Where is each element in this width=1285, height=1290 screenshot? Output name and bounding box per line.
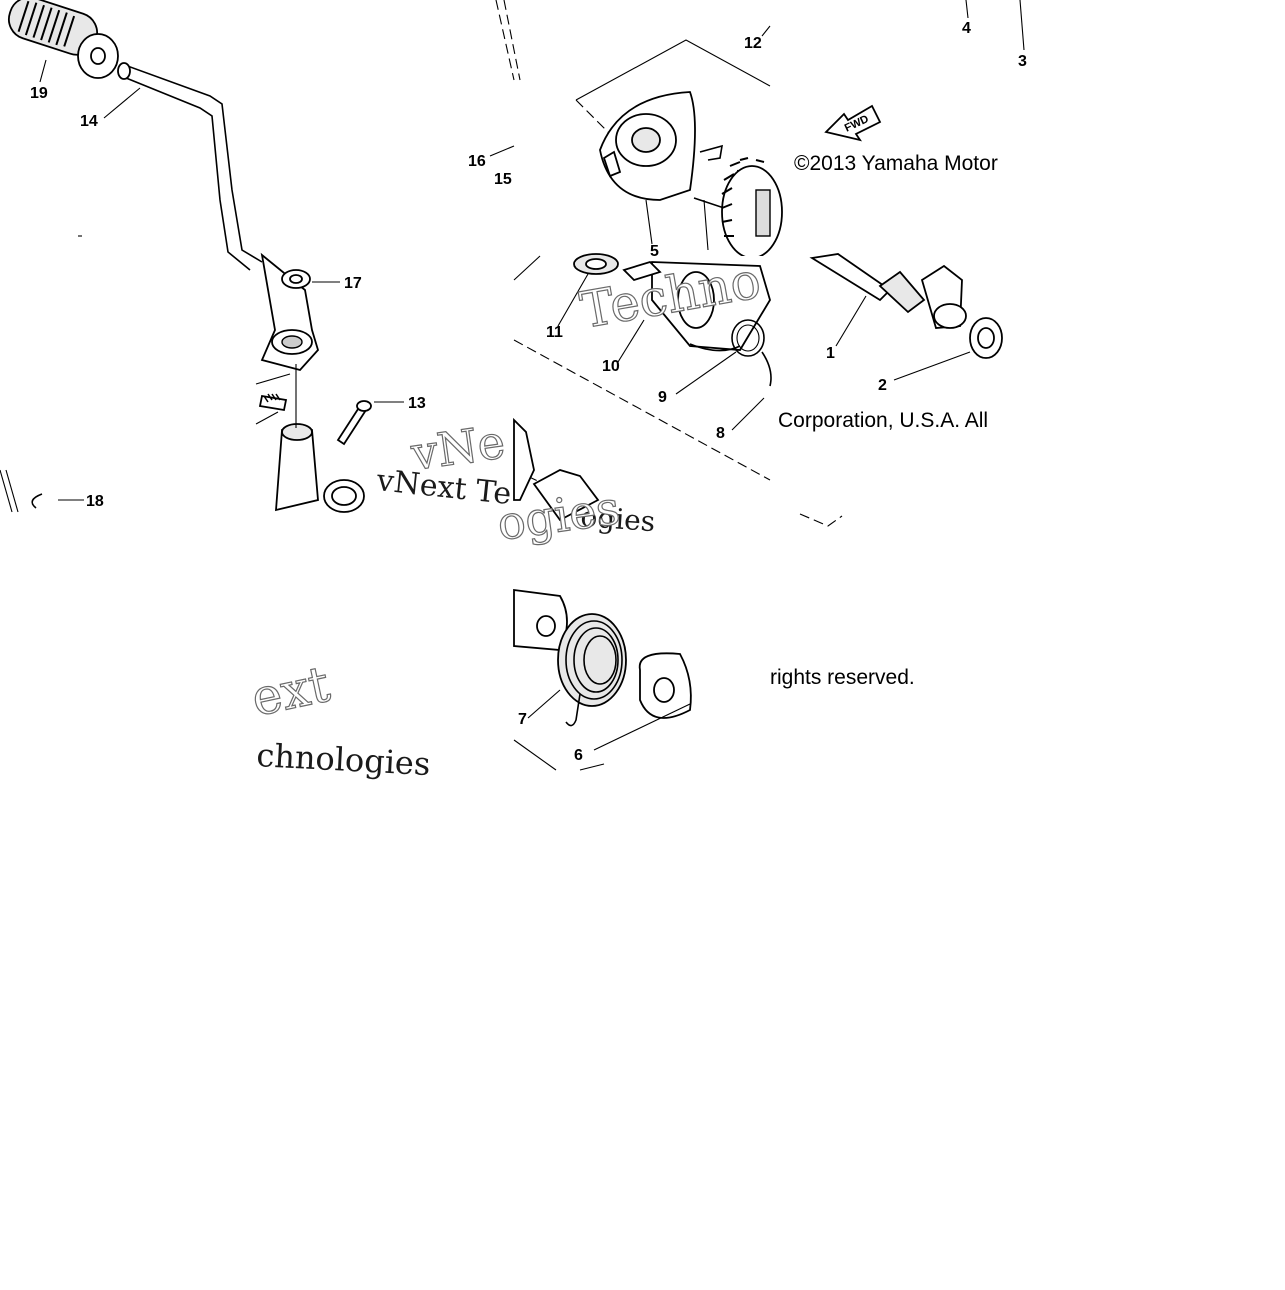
copyright-notice: ©2013 Yamaha Motor Corporation, U.S.A. A… (770, 152, 998, 689)
callout-12: 12 (744, 35, 762, 52)
callout-3: 3 (1018, 53, 1027, 70)
copyright-line-1: ©2013 Yamaha Motor (794, 152, 998, 175)
callout-19: 19 (30, 85, 48, 102)
callout-6: 6 (574, 747, 583, 764)
part-gear (721, 157, 783, 259)
watermark-chnologies: chnologies (256, 736, 432, 783)
ratchet-panel (513, 253, 843, 527)
callout-13: 13 (408, 395, 426, 412)
part-1-kick-shaft (809, 253, 967, 329)
callout-15: 15 (494, 171, 512, 188)
watermark-ext: ext (246, 655, 334, 728)
spring-panel (513, 588, 692, 771)
callout-9: 9 (658, 389, 667, 406)
callout-labels: 1 2 3 4 5 6 7 8 9 10 11 12 13 14 15 16 1… (30, 20, 1027, 764)
callout-7: 7 (518, 711, 527, 728)
callout-8: 8 (716, 425, 725, 442)
copyright-line-2: Corporation, U.S.A. All (778, 409, 988, 432)
kick-boss (258, 394, 365, 513)
callout-11: 11 (546, 324, 563, 341)
watermark-ogies: ogies (580, 500, 657, 538)
watermark-vne: vNe (407, 414, 508, 481)
part-18-clip (31, 493, 43, 509)
callout-1: 1 (826, 345, 835, 362)
kick-shaft-panel (809, 0, 1025, 381)
kick-gear-panel (489, 0, 783, 259)
part-13-bolt (336, 400, 372, 446)
part-14-kick-lever (117, 62, 320, 372)
callout-14: 14 (80, 113, 98, 130)
part-19-grip (8, 0, 119, 79)
callout-10: 10 (602, 358, 620, 375)
part-9-circlip (731, 319, 765, 357)
callout-4: 4 (962, 20, 971, 37)
callout-2: 2 (878, 377, 887, 394)
kick-lever-panel (0, 0, 404, 513)
callout-5: 5 (650, 243, 659, 260)
part-5-cover (599, 91, 696, 201)
fwd-arrow-icon (824, 104, 882, 142)
callout-16: 16 (468, 153, 486, 170)
callout-18: 18 (86, 493, 104, 510)
copyright-line-3: rights reserved. (770, 666, 915, 689)
part-7-spring (557, 613, 627, 727)
part-8 (761, 351, 772, 387)
callout-17: 17 (344, 275, 362, 292)
